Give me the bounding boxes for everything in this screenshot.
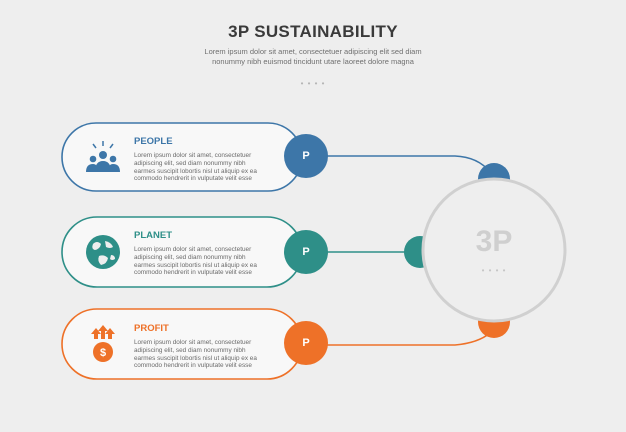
page-subtitle: Lorem ipsum dolor sit amet, consectetuer… — [204, 47, 422, 66]
card-profit-title: PROFIT — [134, 323, 169, 334]
hub-circle — [421, 177, 567, 323]
badge-profit-label: P — [302, 337, 310, 349]
dollar-growth-icon — [91, 325, 115, 362]
people-icon — [86, 141, 120, 172]
dollar-sign: $ — [100, 347, 106, 359]
globe-icon — [86, 235, 120, 269]
card-planet-text: Lorem ipsum dolor sit amet, consectetuer… — [134, 246, 257, 277]
page-title: 3P SUSTAINABILITY — [228, 22, 398, 41]
card-profit-text: Lorem ipsum dolor sit amet, consectetuer… — [134, 339, 257, 370]
connector-people — [326, 155, 491, 173]
badge-planet-label: P — [302, 246, 310, 258]
title-dots: • • • • — [300, 79, 326, 88]
hub-dots: • • • • — [481, 266, 507, 275]
card-people-title: PEOPLE — [134, 136, 173, 147]
card-people-text: Lorem ipsum dolor sit amet, consectetuer… — [134, 152, 257, 183]
badge-people-circle — [284, 134, 328, 178]
card-planet-title: PLANET — [134, 230, 172, 241]
hub-label: 3P — [475, 225, 513, 258]
badge-profit-circle — [284, 321, 328, 365]
badge-people-label: P — [302, 150, 310, 162]
badge-planet-circle — [284, 230, 328, 274]
connector-profit — [326, 332, 491, 346]
